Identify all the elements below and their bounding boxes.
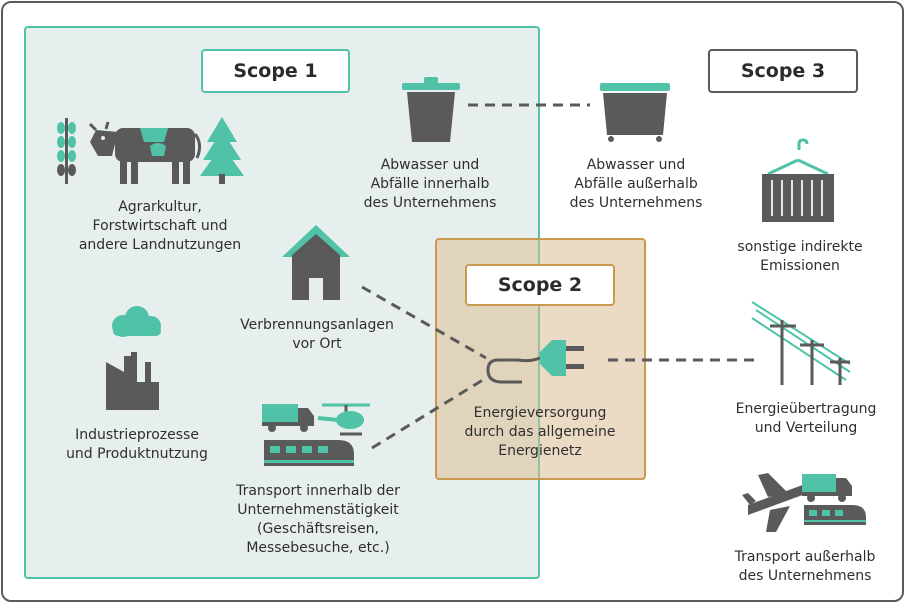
train-icon-2 [804, 505, 866, 525]
train-icon [264, 440, 354, 466]
label-agrarkultur: Agrarkultur, Forstwirtschaft und andere … [78, 199, 242, 253]
trash-bin-icon [402, 77, 460, 142]
tree-icon [200, 117, 244, 184]
scope-3-label: Scope 3 [708, 49, 858, 93]
dumpster-icon [600, 83, 670, 142]
truck-icon [262, 404, 314, 432]
label-transport-ausserhalb: Transport außerhalb des Unternehmens [734, 549, 876, 584]
truck-icon-2 [802, 474, 852, 502]
cow-icon [88, 121, 202, 184]
label-abwasser-innerhalb: Abwasser und Abfälle innerhalb des Unter… [363, 157, 497, 211]
factory-icon [106, 306, 161, 410]
label-abwasser-ausserhalb: Abwasser und Abfälle außerhalb des Unter… [569, 157, 703, 211]
label-energieuebertragung: Energieübertragung und Verteilung [735, 401, 877, 436]
connectors [361, 103, 757, 450]
label-energieversorgung: Energieversorgung durch das allgemeine E… [464, 405, 616, 459]
house-icon [282, 225, 350, 300]
connector-transport-plug [371, 376, 487, 450]
label-sonstige-emissionen: sonstige indirekte Emissionen [737, 239, 863, 274]
scope-1-label: Scope 1 [201, 49, 350, 93]
scope-2-label: Scope 2 [465, 264, 615, 306]
label-industrieprozesse: Industrieprozesse und Produktnutzung [66, 427, 208, 462]
container-icon [762, 138, 834, 222]
wheat-icon [57, 118, 76, 184]
helicopter-icon [317, 403, 370, 436]
connector-house-plug [361, 285, 487, 360]
label-verbrennungsanlagen: Verbrennungsanlagen vor Ort [240, 317, 394, 352]
label-transport-innerhalb: Transport innerhalb der Unternehmenstäti… [236, 483, 400, 556]
airplane-icon [742, 473, 814, 532]
plug-icon [486, 340, 584, 384]
power-lines-icon [751, 301, 851, 385]
